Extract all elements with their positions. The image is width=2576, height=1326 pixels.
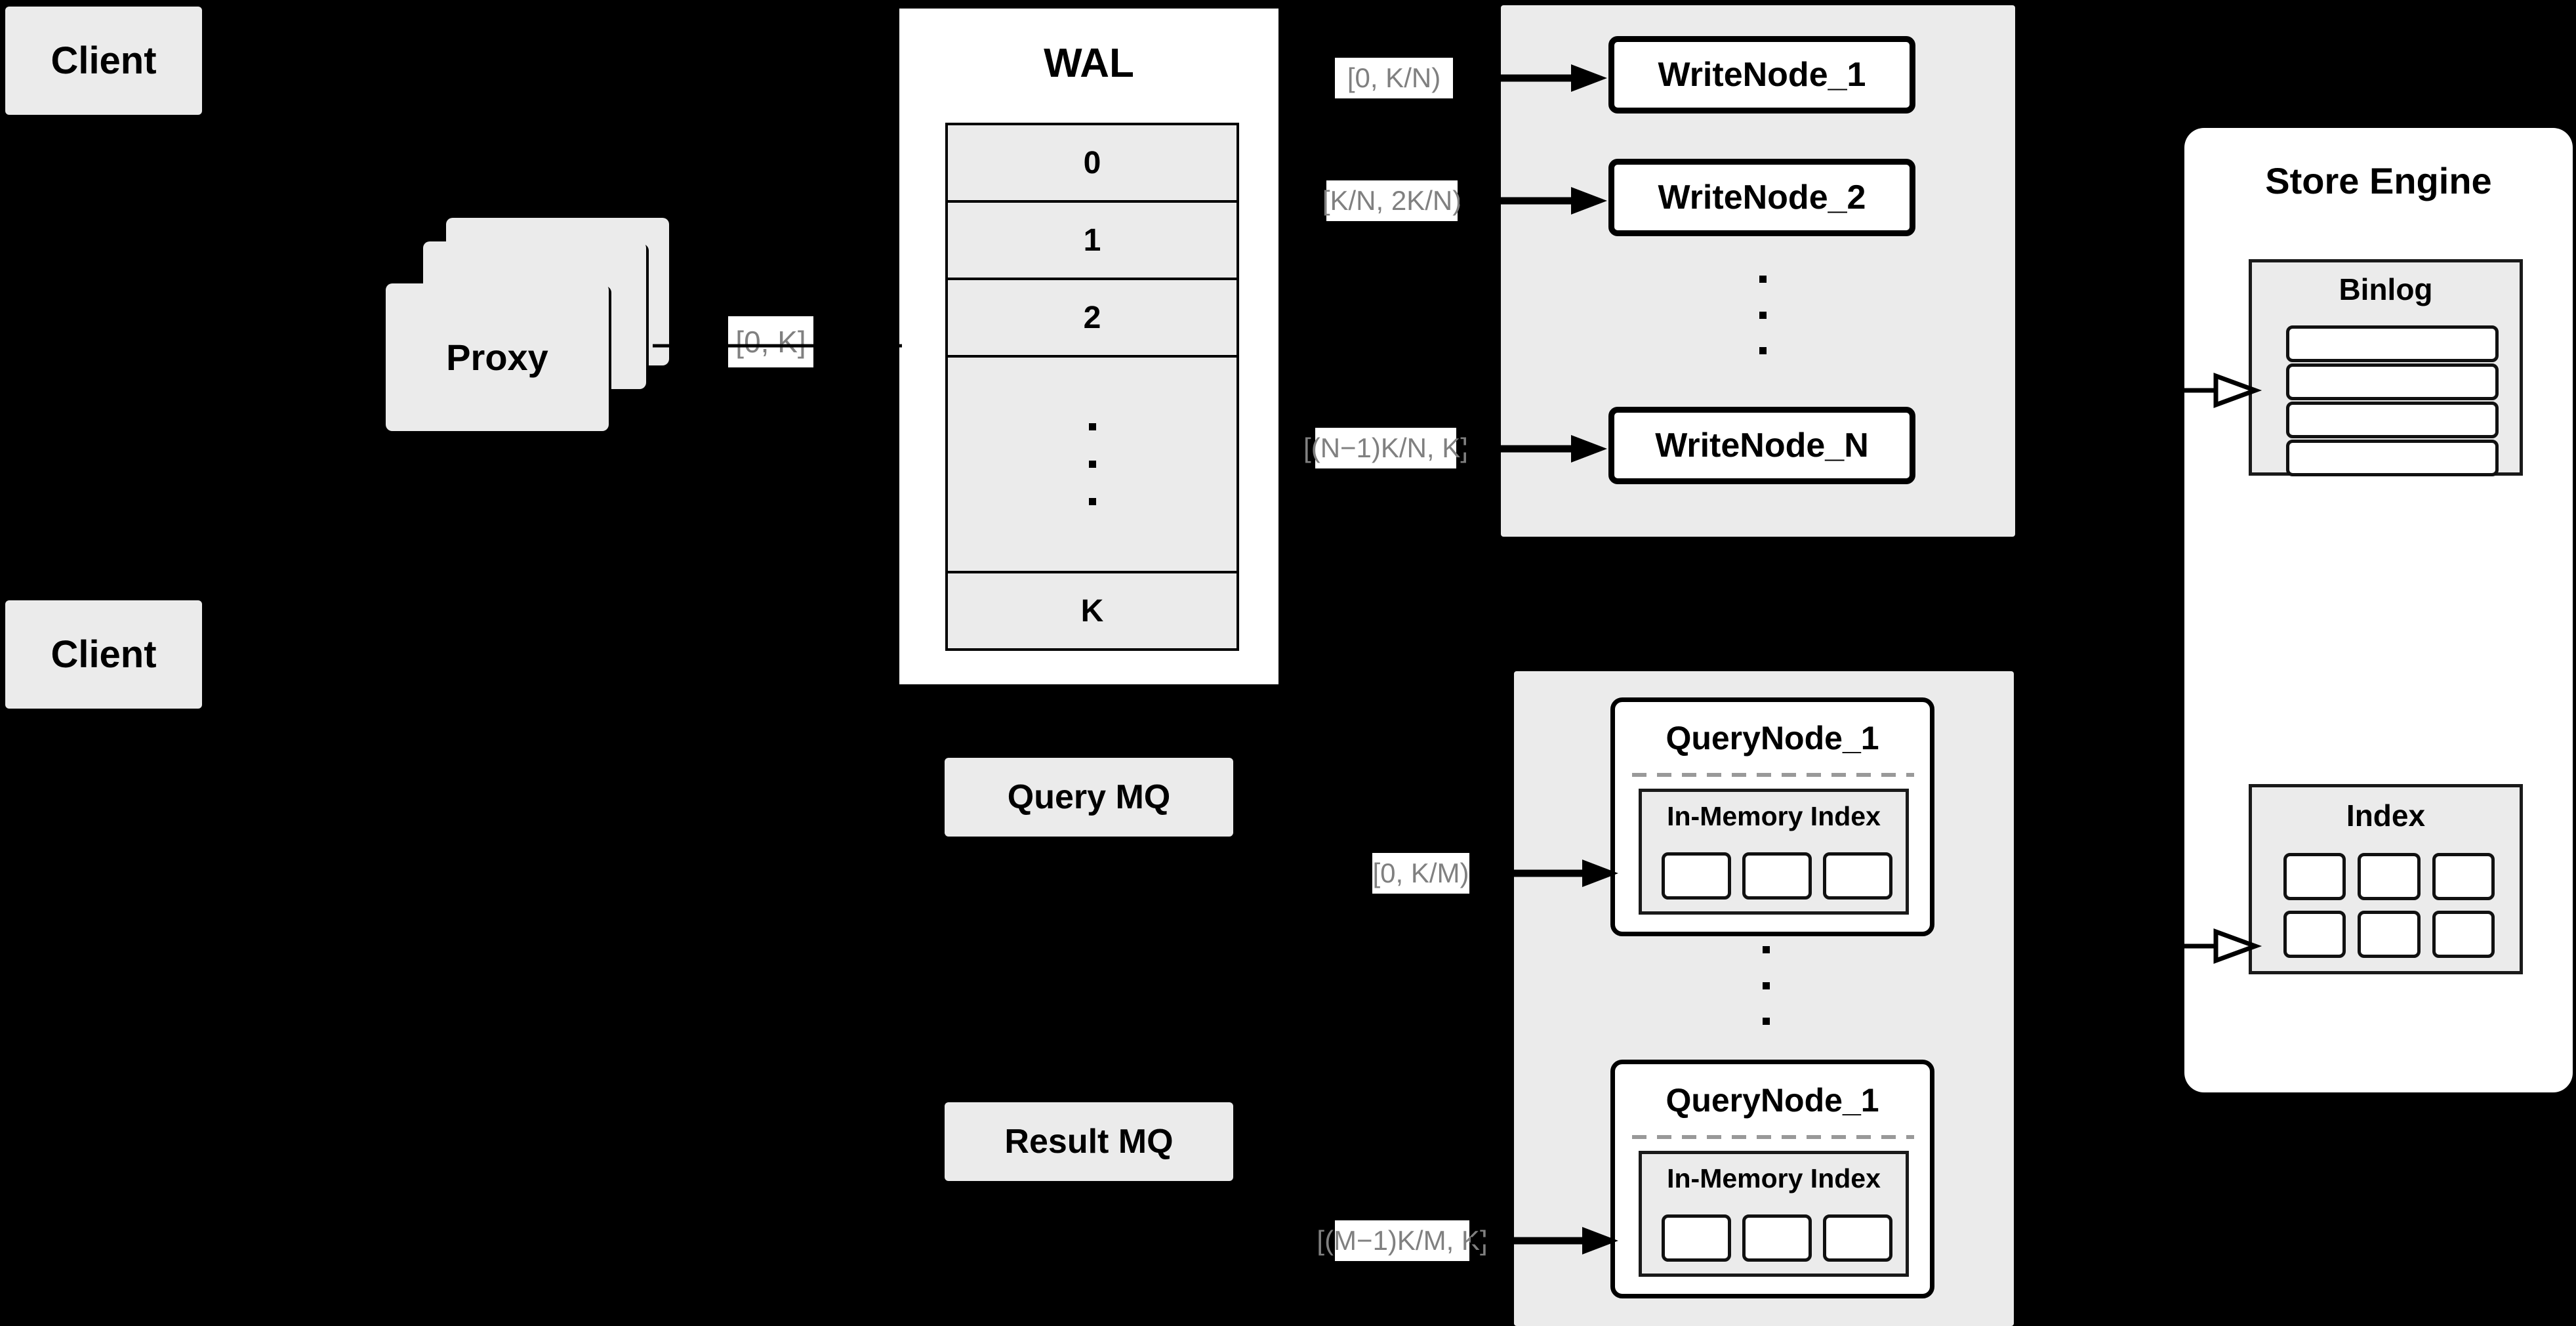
arrow-to-binlog — [2184, 372, 2262, 409]
query-node-divider — [1632, 1135, 1914, 1139]
index-segment-row — [1662, 852, 1892, 900]
client-label: Client — [51, 39, 157, 82]
result-mq-label: Result MQ — [1004, 1123, 1174, 1161]
binlog-entry — [2286, 363, 2499, 400]
result-mq-box: Result MQ — [945, 1102, 1233, 1181]
binlog-entry-list — [2286, 325, 2499, 476]
proxy-range-label: [0, K] — [728, 316, 813, 367]
wal-title: WAL — [1044, 41, 1134, 86]
client-box-1: Client — [5, 7, 202, 115]
proxy-box: Proxy — [386, 283, 609, 431]
index-cell — [2358, 911, 2421, 958]
write-node-1: WriteNode_1 — [1608, 36, 1915, 114]
index-cell — [2432, 911, 2495, 958]
write-cluster-ellipsis-icon — [1758, 276, 1767, 354]
index-cell — [2358, 853, 2421, 900]
wal-row: 2 — [945, 280, 1239, 358]
store-engine-panel: Store Engine Binlog Index — [2184, 128, 2573, 1092]
arrow-to-write-node-n — [1460, 435, 1607, 463]
query-cluster-ellipsis-icon — [1761, 946, 1770, 1025]
query-node-divider — [1632, 773, 1914, 777]
index-cell — [2283, 911, 2346, 958]
wal-row: 1 — [945, 203, 1239, 280]
index-segment — [1823, 852, 1892, 900]
in-memory-index-2: In-Memory Index — [1639, 1151, 1909, 1277]
binlog-entry — [2286, 440, 2499, 476]
arrow-to-query-node-1 — [1471, 860, 1618, 887]
store-index-grid — [2283, 853, 2495, 958]
client-box-2: Client — [5, 600, 202, 709]
write-node-label: WriteNode_2 — [1658, 178, 1866, 217]
index-segment — [1662, 852, 1731, 900]
query-mq-box: Query MQ — [945, 758, 1233, 837]
binlog-entry — [2286, 325, 2499, 362]
query-node-title: QueryNode_1 — [1666, 720, 1879, 756]
proxy-wal-connector — [653, 344, 902, 348]
arrow-to-store-index — [2184, 928, 2262, 964]
in-memory-index-title: In-Memory Index — [1667, 1163, 1881, 1193]
write-node-label: WriteNode_1 — [1658, 56, 1866, 94]
index-cell — [2283, 853, 2346, 900]
query-node-1-range-label: [0, K/M) — [1372, 853, 1469, 894]
index-segment — [1742, 1214, 1812, 1262]
index-cell — [2432, 853, 2495, 900]
store-index-title: Index — [2346, 798, 2426, 833]
in-memory-index-title: In-Memory Index — [1667, 801, 1881, 831]
write-node-2-range-label: [K/N, 2K/N) — [1322, 180, 1462, 221]
store-index-box: Index — [2249, 784, 2523, 974]
arrow-to-query-node-2 — [1471, 1227, 1618, 1254]
write-node-2: WriteNode_2 — [1608, 159, 1915, 236]
write-node-1-range-label: [0, K/N) — [1335, 58, 1453, 98]
query-node-2: QueryNode_1 In-Memory Index — [1610, 1060, 1934, 1298]
index-segment — [1823, 1214, 1892, 1262]
query-node-2-range-label: [(M−1)K/M, K] — [1317, 1220, 1488, 1261]
binlog-entry — [2286, 402, 2499, 438]
wal-row: K — [945, 573, 1239, 651]
wal-panel: WAL 0 1 2 K — [896, 5, 1282, 688]
arrow-to-write-node-2 — [1460, 187, 1607, 215]
wal-row-ellipsis — [945, 358, 1239, 573]
in-memory-index-1: In-Memory Index — [1639, 789, 1909, 915]
binlog-box: Binlog — [2249, 259, 2523, 476]
index-segment — [1742, 852, 1812, 900]
wal-row-list: 0 1 2 K — [945, 123, 1239, 651]
write-node-label: WriteNode_N — [1655, 426, 1869, 465]
write-node-n: WriteNode_N — [1608, 407, 1915, 484]
wal-row: 0 — [945, 123, 1239, 203]
index-segment — [1662, 1214, 1731, 1262]
vertical-ellipsis-icon — [1088, 423, 1096, 505]
binlog-title: Binlog — [2339, 272, 2433, 306]
arrow-to-write-node-1 — [1460, 64, 1607, 92]
proxy-label: Proxy — [446, 337, 548, 378]
store-engine-title: Store Engine — [2265, 160, 2492, 201]
query-node-1: QueryNode_1 In-Memory Index — [1610, 697, 1934, 936]
query-mq-label: Query MQ — [1007, 778, 1171, 816]
query-node-title: QueryNode_1 — [1666, 1082, 1879, 1119]
index-segment-row — [1662, 1214, 1892, 1262]
client-label: Client — [51, 633, 157, 676]
write-node-n-range-label: [(N−1)K/N, K] — [1303, 428, 1468, 468]
